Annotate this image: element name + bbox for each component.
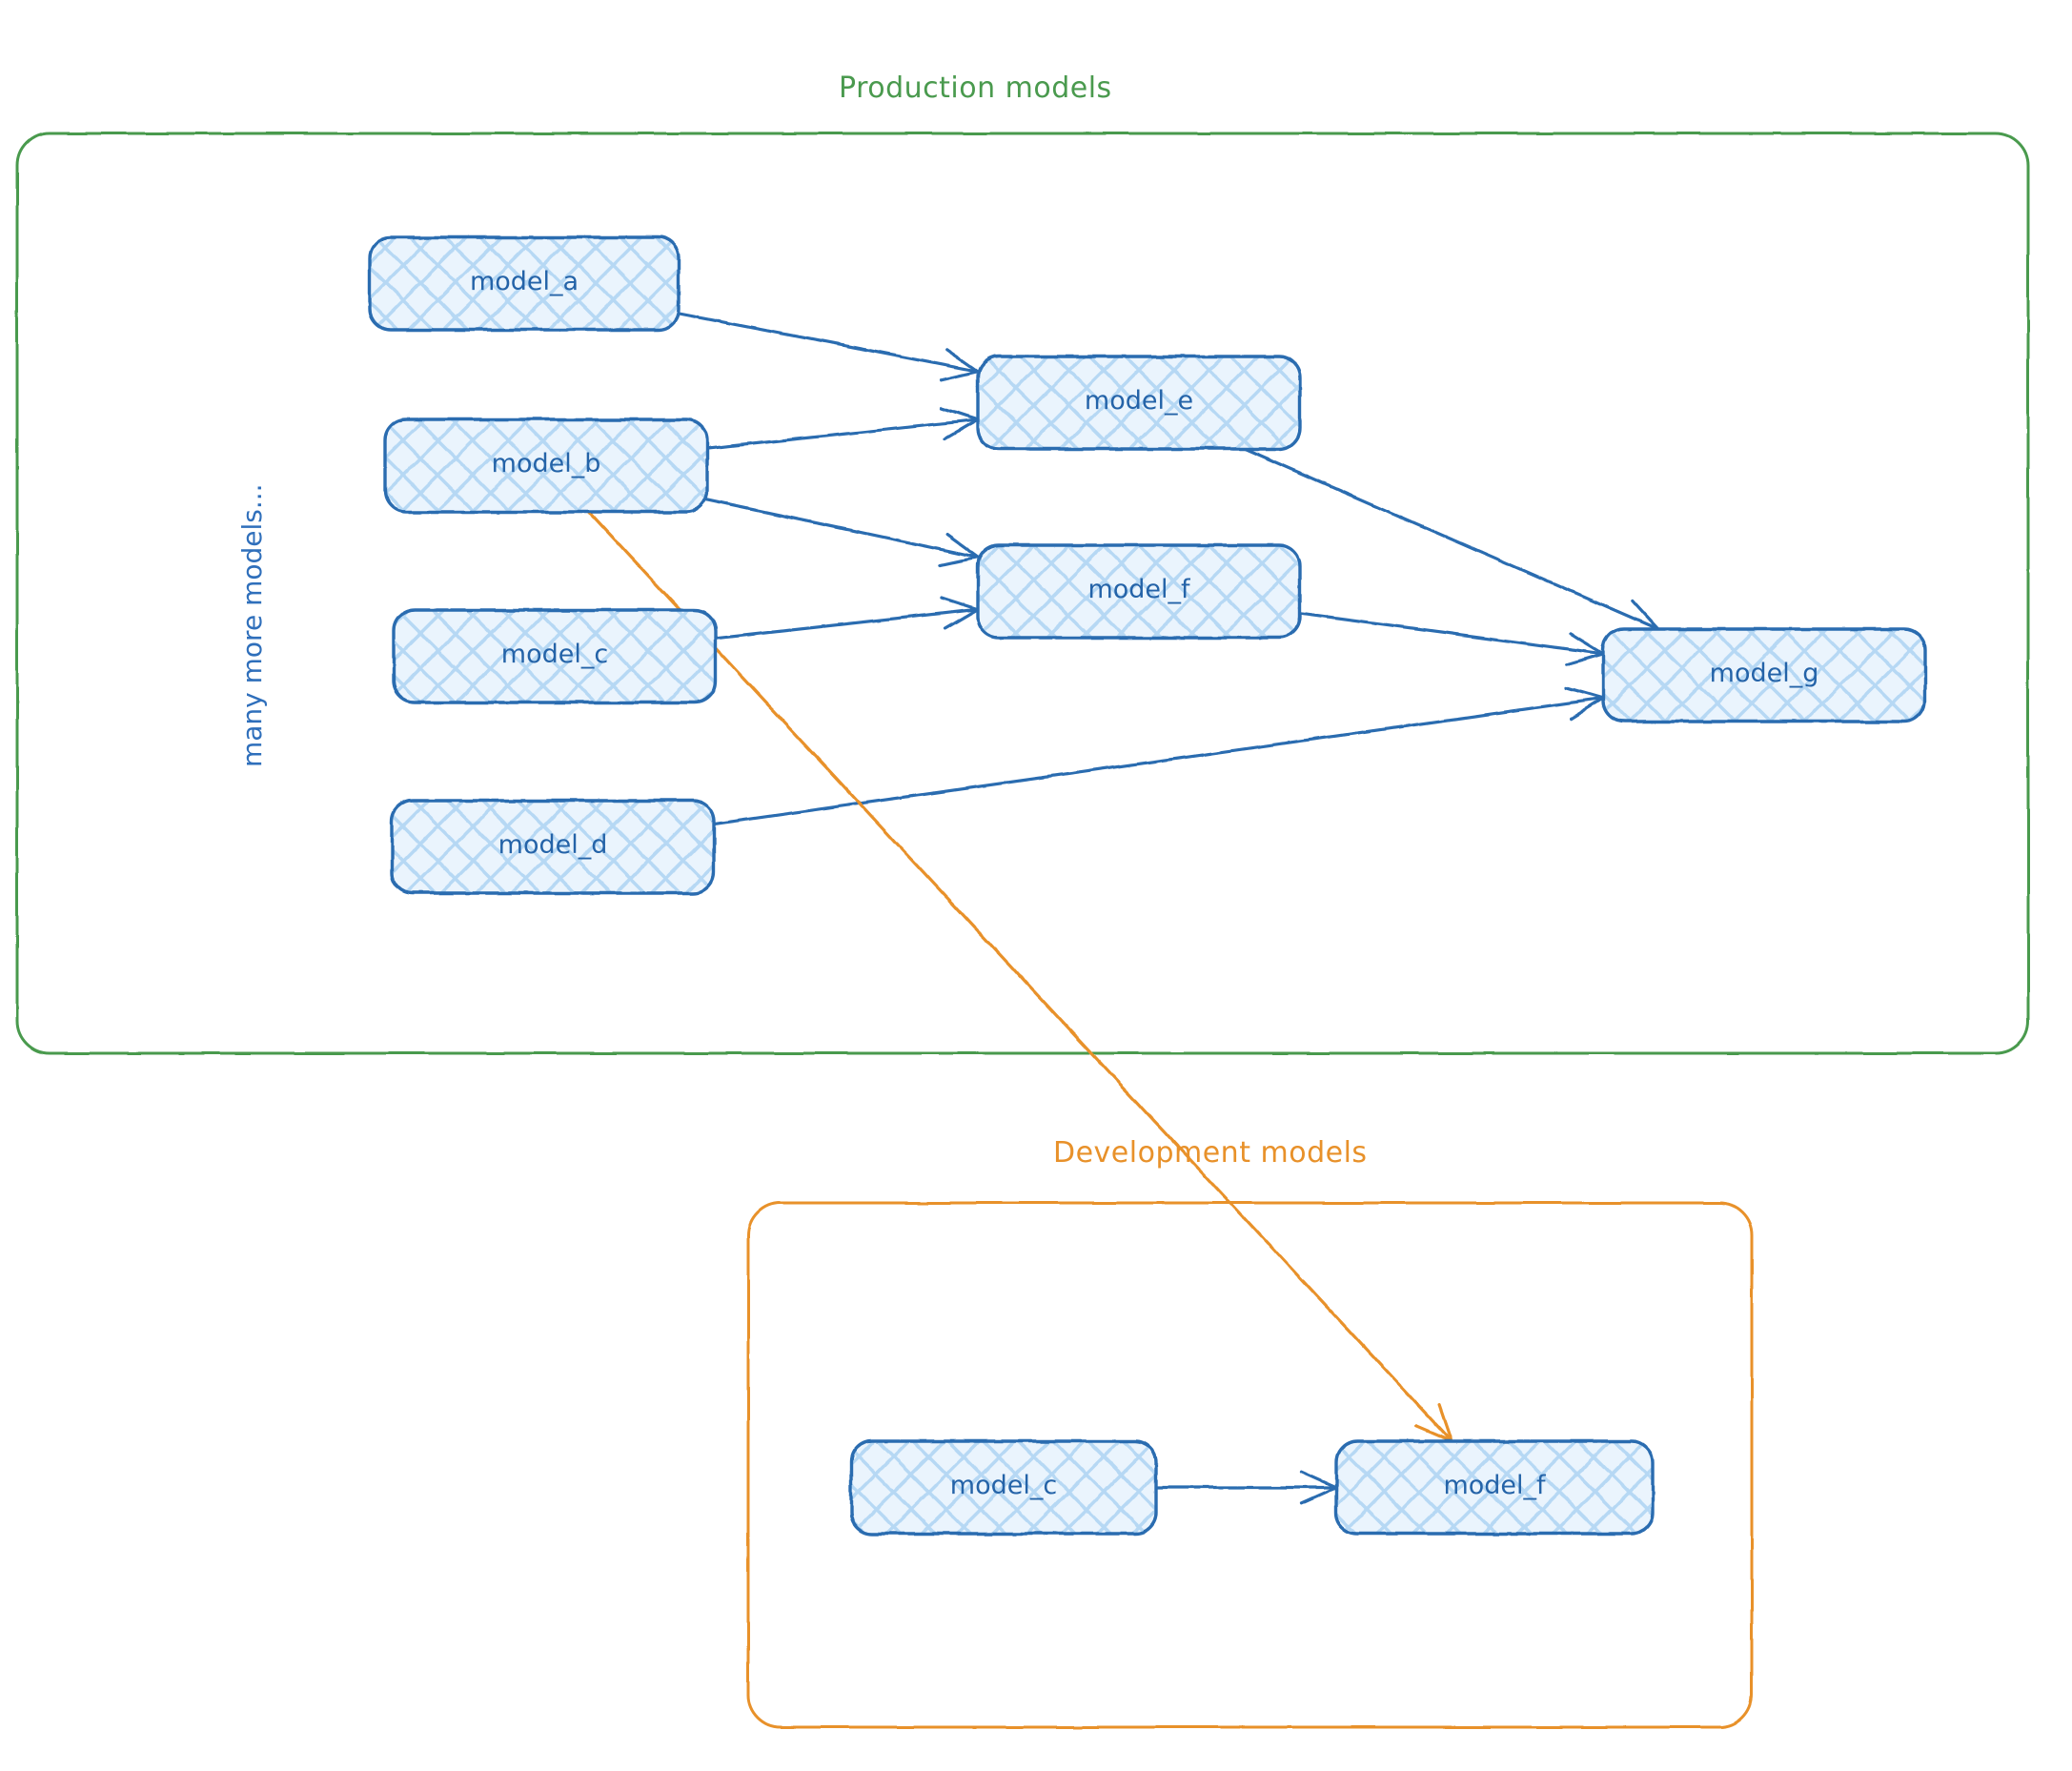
node-label-prod_model_e: model_e: [1084, 385, 1194, 416]
node-prod_model_g[interactable]: [1601, 627, 1927, 723]
edge-model-d-to-model-g: [712, 685, 1605, 826]
edge-dev-model-c-to-dev-model-f: [1154, 1470, 1338, 1505]
edge-model-e-to-model-g: [1243, 447, 1660, 631]
edge-model-f-to-model-g: [1298, 611, 1605, 666]
edge-model-b-to-model-e: [705, 406, 980, 451]
node-dev_model_f[interactable]: [1334, 1439, 1655, 1536]
edge-model-b-to-dev-model-f: [587, 510, 1453, 1443]
group-container-production: [15, 132, 2030, 1055]
node-label-dev_model_f: model_f: [1443, 1470, 1546, 1500]
node-label-dev_model_c: model_c: [949, 1470, 1058, 1500]
node-prod_model_b[interactable]: [383, 417, 709, 514]
node-label-prod_model_f: model_f: [1087, 574, 1190, 604]
node-prod_model_a[interactable]: [368, 235, 681, 332]
node-prod_model_d[interactable]: [390, 799, 716, 895]
node-prod_model_e[interactable]: [976, 355, 1302, 451]
edge-model-a-to-model-e: [677, 312, 980, 382]
side-note-many-more-models: many more models...: [236, 483, 268, 767]
node-prod_model_f[interactable]: [976, 543, 1302, 640]
node-label-prod_model_b: model_b: [491, 448, 601, 478]
node-label-prod_model_a: model_a: [469, 266, 579, 296]
node-label-prod_model_g: model_g: [1709, 658, 1819, 688]
node-prod_model_c[interactable]: [392, 608, 718, 704]
group-title-production: Production models: [839, 71, 1112, 105]
edge-model-b-to-model-f: [705, 498, 980, 567]
edge-model-c-to-model-f: [714, 596, 980, 641]
group-container-development: [746, 1201, 1754, 1729]
group-title-development: Development models: [1053, 1136, 1368, 1170]
node-label-prod_model_d: model_d: [498, 829, 608, 860]
node-label-prod_model_c: model_c: [500, 639, 609, 669]
node-dev_model_c[interactable]: [849, 1439, 1158, 1536]
